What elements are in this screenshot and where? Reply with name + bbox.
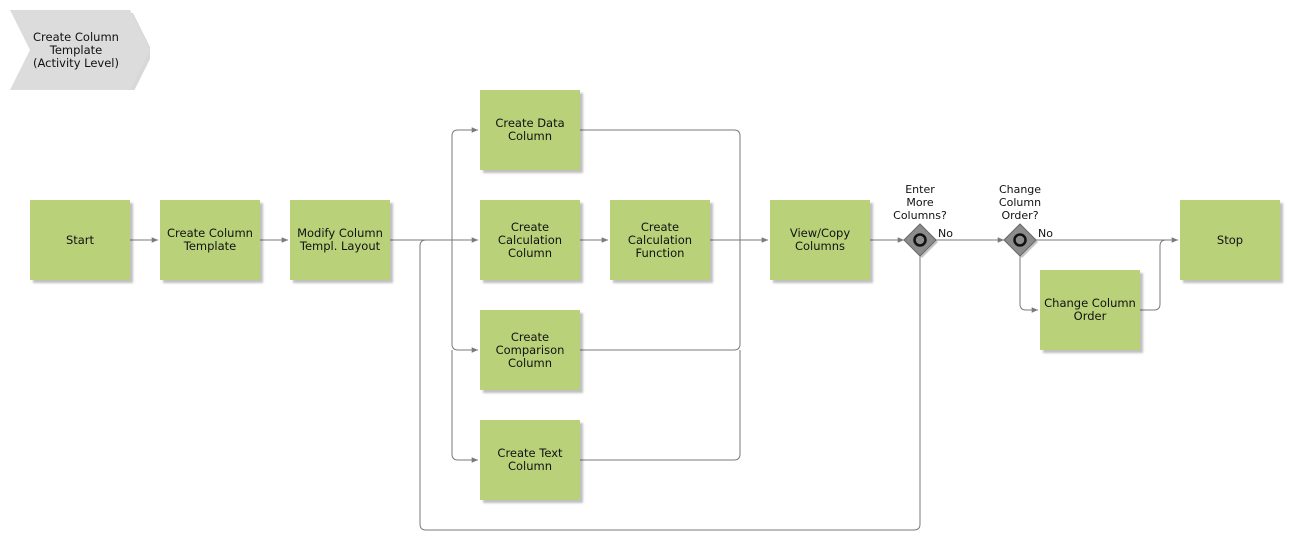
create-text-column-activity[interactable]: Create Text Column	[480, 420, 580, 500]
connector-gateway-more-loop-back	[419, 239, 921, 531]
connector-gateway-order-to-change-order	[1019, 256, 1038, 313]
create-comparison-column-activity[interactable]: Create Comparison Column	[480, 310, 580, 390]
view-copy-columns-activity[interactable]: View/Copy Columns	[770, 200, 870, 280]
create-calculation-column-activity[interactable]: Create Calculation Column	[480, 200, 580, 280]
create-comparison-column-label: Create Comparison Column	[495, 329, 565, 370]
connector-split-to-text-column	[451, 350, 478, 463]
connector-data-column-to-merge	[580, 129, 741, 240]
create-column-template-activity[interactable]: Create Column Template	[160, 200, 260, 280]
start-event[interactable]: Start	[30, 200, 130, 280]
create-calculation-function-activity[interactable]: Create Calculation Function	[610, 200, 710, 280]
create-text-column-label: Create Text Column	[497, 446, 563, 473]
connector-change-order-to-stop	[1140, 239, 1167, 311]
modify-column-layout-label: Modify Column Templ. Layout	[297, 226, 383, 253]
modify-column-layout-activity[interactable]: Modify Column Templ. Layout	[290, 200, 390, 280]
change-column-order-label: Change Column Order	[1044, 296, 1136, 323]
gateway-more-columns-icon	[903, 223, 938, 258]
gateway-more-columns-question: Enter More Columns?	[893, 183, 947, 222]
create-data-column-activity[interactable]: Create Data Column	[480, 90, 580, 170]
gateway-change-order-question: Change Column Order?	[998, 183, 1042, 222]
gateway-more-columns-no-label: No	[938, 227, 953, 240]
gateway-change-order-no-label: No	[1038, 227, 1053, 240]
change-column-order-activity[interactable]: Change Column Order	[1040, 270, 1140, 350]
connector-split-to-data-column	[451, 127, 478, 240]
start-label: Start	[65, 232, 95, 247]
stop-event[interactable]: Stop	[1180, 200, 1280, 280]
process-chevron-shape	[10, 10, 150, 90]
create-calculation-function-label: Create Calculation Function	[627, 219, 693, 260]
stop-label: Stop	[1216, 232, 1244, 247]
connector-comparison-column-to-merge	[580, 240, 741, 351]
connector-split-to-comparison-column	[451, 240, 478, 353]
view-copy-columns-label: View/Copy Columns	[789, 226, 851, 253]
create-data-column-label: Create Data Column	[495, 116, 565, 143]
create-column-template-label: Create Column Template	[167, 226, 253, 253]
process-label: Create Column Template (Activity Level)	[33, 29, 119, 70]
create-calculation-column-label: Create Calculation Column	[497, 219, 563, 260]
connector-text-column-to-merge	[580, 350, 741, 461]
gateway-change-order-icon	[1003, 223, 1038, 258]
